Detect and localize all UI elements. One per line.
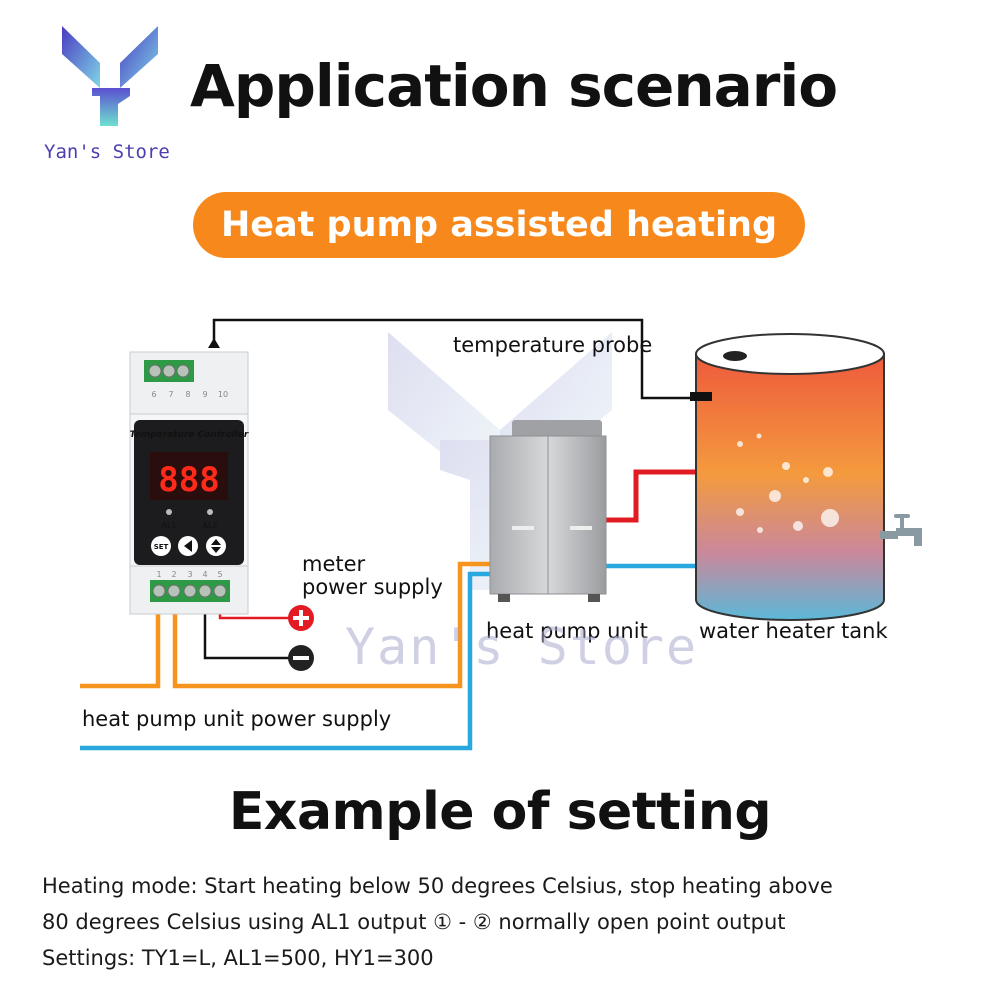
meter-power-label-line1: meter [302, 552, 366, 576]
up-arrow-icon [211, 539, 221, 545]
negative-terminal-icon [288, 645, 314, 671]
blue-wire-power [80, 571, 490, 751]
terminal-number-2: 2 [171, 570, 176, 579]
up-down-button[interactable] [206, 536, 226, 556]
terminal-number-4: 4 [202, 570, 207, 579]
terminal-number-5: 5 [217, 570, 222, 579]
orange-wire-left [80, 598, 161, 689]
red-pipe-hot [605, 469, 700, 523]
controller-display: 888 [158, 460, 219, 500]
store-watermark: Yan's Store [345, 618, 699, 676]
temperature-probe-label: temperature probe [453, 333, 652, 357]
heat-pump-power-label: heat pump unit power supply [82, 707, 391, 731]
left-arrow-icon [184, 540, 192, 552]
setting-section-title: Example of setting [228, 782, 772, 842]
setting-line-2: 80 degrees Celsius using AL1 output ① - … [42, 910, 786, 934]
orange-wire-unit [172, 561, 490, 689]
setting-description: Heating mode: Start heating below 50 deg… [42, 868, 972, 976]
store-logo [62, 26, 158, 126]
meter-power-label-line2: power supply [302, 575, 443, 599]
al1-led [166, 509, 172, 515]
brand-name: Yan's Store [44, 141, 170, 163]
left-button[interactable] [178, 536, 198, 556]
heat-pump-unit-image [489, 420, 607, 602]
terminal-number-9: 9 [202, 390, 207, 399]
set-button-label: SET [154, 543, 169, 551]
heat-pump-unit-label: heat pump unit [486, 619, 648, 643]
water-heater-tank-label: water heater tank [699, 619, 888, 643]
set-button[interactable] [151, 536, 171, 556]
setting-line-3: Settings: TY1=L, AL1=500, HY1=300 [42, 946, 434, 970]
controller-title: Temperature Controller [130, 430, 249, 440]
setting-line-1: Heating mode: Start heating below 50 deg… [42, 874, 833, 898]
water-heater-tank-image [690, 333, 922, 621]
page-title: Application scenario [190, 52, 838, 120]
water-tap-icon [880, 514, 922, 546]
terminal-number-6: 6 [151, 390, 156, 399]
down-arrow-icon [211, 547, 221, 553]
terminal-number-7: 7 [168, 390, 173, 399]
terminal-number-1: 1 [156, 570, 161, 579]
al2-label: AL2 [202, 521, 217, 530]
probe-wire [212, 318, 700, 400]
probe-wire-arrow [208, 338, 220, 348]
terminal-number-10: 10 [218, 390, 228, 399]
positive-terminal-icon [288, 605, 314, 631]
terminal-number-8: 8 [185, 390, 190, 399]
al2-led [207, 509, 213, 515]
wiring-diagram: Temperature Controller 888 AL1 AL2 SET 6… [80, 318, 922, 751]
scenario-banner: Heat pump assisted heating [193, 192, 805, 258]
al1-label: AL1 [161, 521, 176, 530]
negative-wire [203, 598, 290, 660]
terminal-number-3: 3 [187, 570, 192, 579]
